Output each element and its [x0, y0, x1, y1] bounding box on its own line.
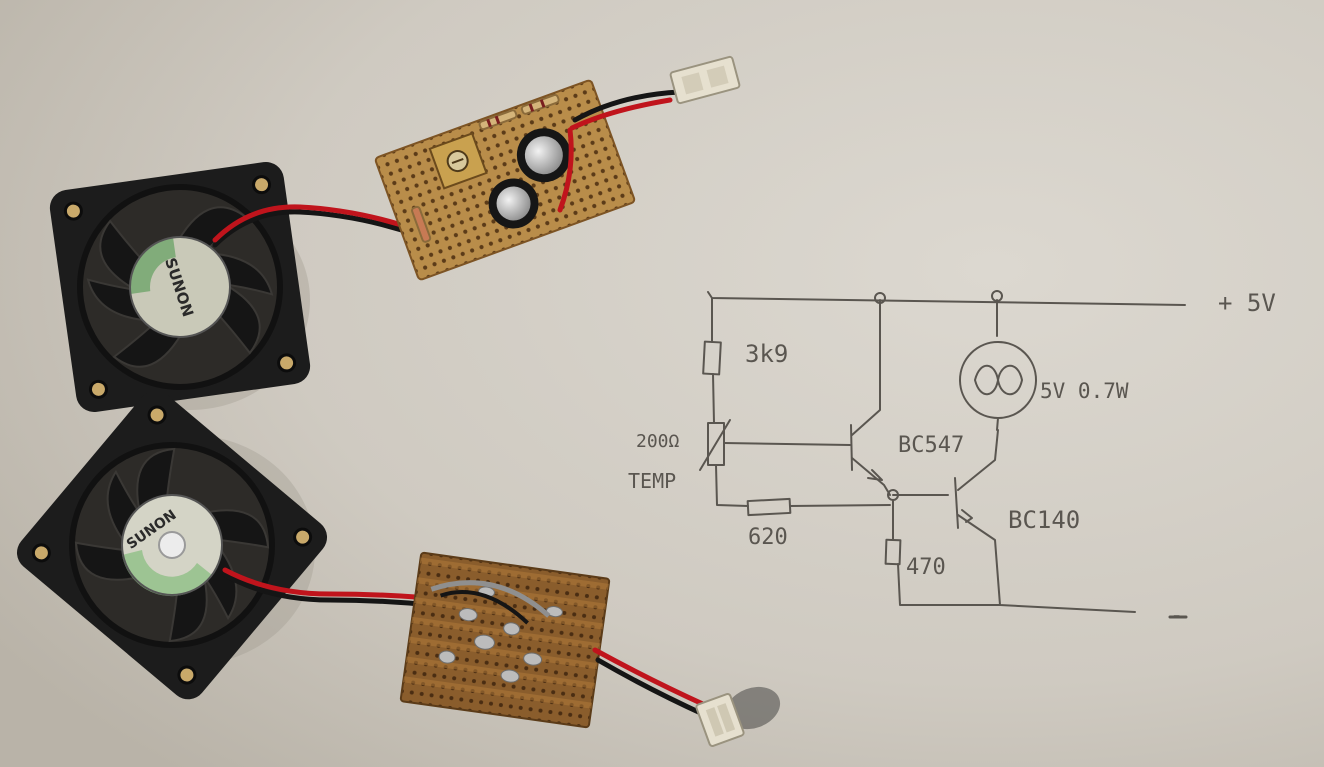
fan-bottom: SUNON	[16, 390, 328, 700]
schematic-thermistor-value: 200Ω	[636, 431, 680, 452]
connector-bottom	[695, 686, 781, 747]
schematic-supply-label: + 5V	[1218, 289, 1276, 317]
schematic-q1-label: BC547	[898, 433, 964, 458]
schematic-q2-label: BC140	[1008, 506, 1080, 534]
pcb-bottom	[399, 551, 611, 729]
schematic	[699, 290, 1188, 619]
schematic-r2-label: 620	[748, 525, 788, 550]
wire-bottom-fan	[222, 567, 433, 608]
wire-top-fan	[212, 204, 423, 248]
connector-top	[669, 55, 741, 105]
schematic-r1-label: 3k9	[745, 340, 788, 368]
schematic-thermistor-label: TEMP	[628, 469, 676, 493]
wire-bottom-board-out	[592, 647, 708, 718]
schematic-r3-label: 470	[906, 555, 946, 580]
schematic-fan-label: 5V 0.7W	[1040, 379, 1129, 403]
fan-top: SUNON	[49, 161, 311, 413]
schematic-ground-label: -	[1170, 603, 1183, 628]
wire-top-board-out	[557, 89, 683, 213]
